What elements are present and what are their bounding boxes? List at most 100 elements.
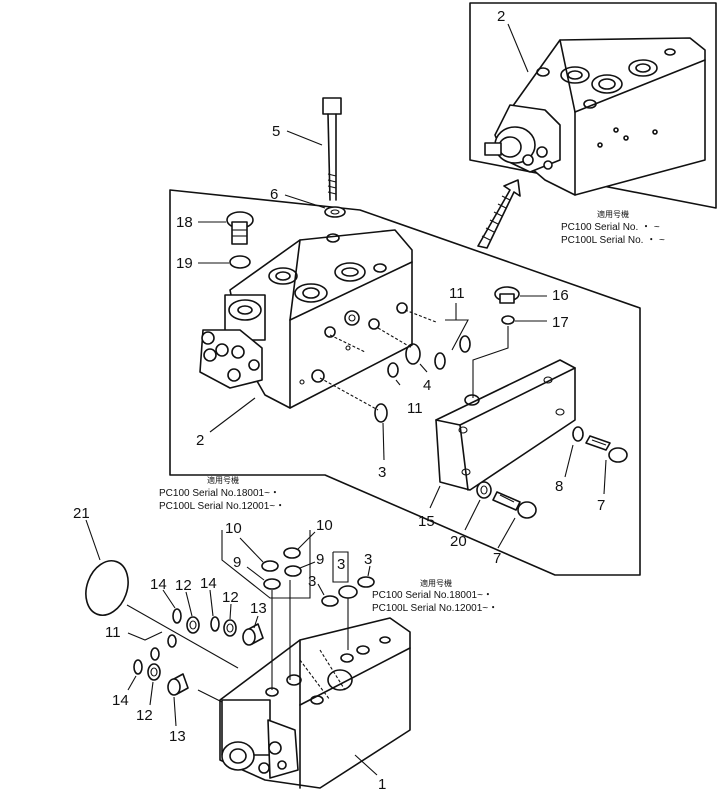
leader-line: [209, 397, 256, 433]
callout-14-upper-left: 14: [150, 576, 167, 593]
note-top-header: 適用号機: [597, 209, 629, 219]
plug-16: [494, 286, 520, 304]
inset-valve-block: [484, 37, 706, 196]
callout-10-left: 10: [225, 520, 242, 537]
o-ring-11-a: [150, 647, 160, 661]
callout-19: 19: [176, 255, 193, 272]
leader-line: [197, 689, 223, 703]
o-ring-9-left: [263, 578, 281, 590]
hatched-arrow: [477, 179, 521, 249]
leader-line: [162, 589, 176, 609]
cover-plate-15: [435, 359, 576, 491]
callout-14-lower: 14: [112, 692, 129, 709]
callout-5: 5: [272, 123, 280, 140]
callout-17: 17: [552, 314, 569, 331]
o-ring-3-center: [338, 585, 358, 599]
leader-line: [464, 499, 481, 531]
washer-20: [476, 481, 492, 499]
leader-line: [507, 23, 529, 73]
callout-7-upper: 7: [597, 497, 605, 514]
callout-6: 6: [270, 186, 278, 203]
leader-line: [229, 603, 232, 620]
o-ring-3-left: [321, 595, 339, 607]
plug-18: [226, 211, 254, 245]
leader-line: [286, 130, 323, 146]
callout-13-lower: 13: [169, 728, 186, 745]
note-mid-left-line2: PC100L Serial No.12001~・: [159, 501, 285, 512]
note-mid-left-line1: PC100 Serial No.18001~・: [159, 488, 280, 499]
o-rings-middle: [319, 309, 471, 423]
callout-12-lower: 12: [136, 707, 153, 724]
inset-frame: [469, 2, 717, 209]
washer-6: [324, 206, 346, 218]
callout-15: 15: [418, 513, 435, 530]
o-ring-14-lower: [133, 659, 143, 675]
o-ring-10-right: [283, 547, 301, 559]
callout-3-left: 3: [308, 573, 316, 590]
bracket-11: [445, 319, 469, 351]
plug-13-upper: [242, 623, 264, 646]
leader-line: [472, 326, 509, 398]
note-top-line1: PC100 Serial No. ・ ~: [561, 222, 660, 233]
callout-9-right: 9: [316, 551, 324, 568]
leader-line: [297, 531, 316, 550]
o-ring-14-upper-left: [172, 608, 182, 624]
callout-20: 20: [450, 533, 467, 550]
callout-4: 4: [423, 377, 431, 394]
callout-9-left: 9: [233, 554, 241, 571]
leader-line: [354, 754, 378, 776]
o-ring-9-right: [284, 565, 302, 577]
o-ring-3-right: [357, 576, 375, 588]
leader-line: [382, 422, 385, 461]
leader-line: [497, 517, 516, 549]
callout-2-inset: 2: [497, 8, 505, 25]
leader-line: [419, 363, 428, 373]
middle-valve-block: [199, 229, 413, 409]
bolt-7-upper: [572, 426, 628, 463]
leader-line: [367, 565, 371, 577]
o-ring-21: [85, 560, 129, 616]
callout-12-upper-right: 12: [222, 589, 239, 606]
callout-11-lower: 11: [407, 400, 423, 417]
leader-line: [126, 604, 239, 669]
callout-1: 1: [378, 776, 386, 789]
callout-8: 8: [555, 478, 563, 495]
backup-ring-12-upper-left: [186, 616, 200, 634]
callout-10-right: 10: [316, 517, 333, 534]
leader-line: [239, 537, 264, 563]
backup-ring-12-lower: [147, 663, 161, 681]
o-ring-10-left: [261, 560, 279, 572]
middle-frame: [169, 189, 641, 576]
leader-line: [127, 675, 137, 691]
bracket-9-10: [221, 530, 311, 599]
o-ring-14-upper-right: [210, 616, 220, 632]
leader-line: [284, 194, 326, 209]
lower-valve-block: [219, 617, 411, 789]
bracket-11-lower: [127, 631, 163, 641]
leader-line: [253, 615, 259, 629]
bolt-5: [322, 97, 342, 201]
leader-line: [317, 583, 325, 596]
note-mid-right-header: 適用号機: [420, 578, 452, 588]
leader-line: [185, 591, 193, 617]
o-ring-11-b: [167, 634, 177, 648]
leader-line: [603, 459, 607, 495]
note-mid-right-line2: PC100L Serial No.12001~・: [372, 603, 498, 614]
leader-line: [395, 379, 401, 386]
bracket-3: [332, 551, 349, 583]
leader-line: [564, 444, 574, 478]
callout-18: 18: [176, 214, 193, 231]
bolt-7-lower: [492, 491, 537, 519]
callout-3-right: 3: [364, 551, 372, 568]
leader-line: [209, 589, 214, 617]
callout-14-upper-right: 14: [200, 575, 217, 592]
callout-3-center: 3: [337, 556, 345, 573]
o-ring-17: [501, 315, 515, 325]
callout-21: 21: [73, 505, 90, 522]
o-ring-19: [229, 255, 251, 269]
callout-12-upper-left: 12: [175, 577, 192, 594]
note-top-line2: PC100L Serial No. ・ ~: [561, 235, 665, 246]
leader-line: [299, 561, 316, 569]
